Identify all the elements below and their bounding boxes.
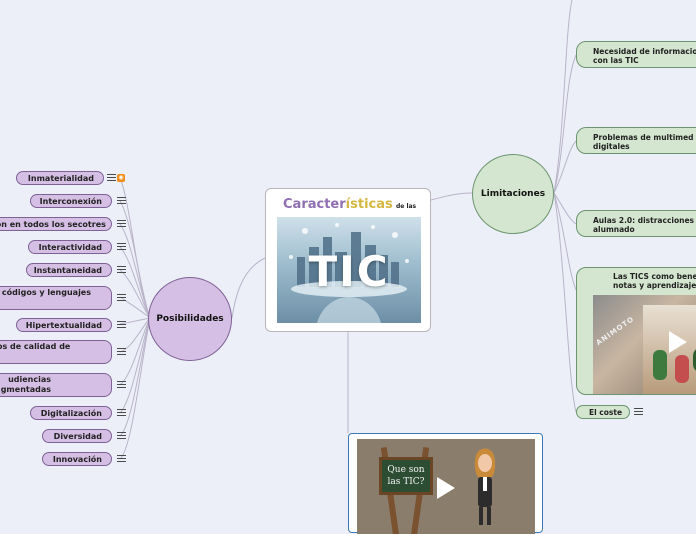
pill-label: s códigos y lenguajes [0,288,91,297]
note-icon[interactable] [117,409,126,417]
play-icon[interactable] [437,477,455,499]
note-icon[interactable] [117,455,126,463]
pill-hipertextualidad[interactable]: Hipertextualidad [16,318,112,332]
central-title: Características [283,197,393,212]
node-limitaciones[interactable]: Limitaciones [472,154,554,234]
limit-informacion[interactable]: Necesidad de informacio con las TIC [576,41,696,68]
title-small: de las [396,203,417,210]
pill-interactividad[interactable]: Interactividad [28,240,112,254]
video-que-son-tic[interactable]: Que son las TIC? [348,433,543,534]
pill-label: Instantaneidad [33,266,102,275]
limit-label: Aulas 2.0: distracciones p alumnado [593,216,695,234]
note-icon[interactable] [117,220,126,228]
rss-icon[interactable]: ◉ [117,174,125,182]
video-brand: ANIMOTO [594,314,636,348]
pill-sectores[interactable]: ión en todos los secotres [0,217,112,231]
note-icon[interactable] [117,432,126,440]
limit-coste[interactable]: El coste [576,405,630,419]
connection-lines [119,0,577,460]
note-icon[interactable] [117,266,126,274]
pill-interconexion[interactable]: Interconexión [30,194,112,208]
node-label: Posibilidades [156,314,224,324]
city-illustration [289,223,409,323]
note-icon[interactable] [117,294,126,302]
node-label: Limitaciones [480,189,546,199]
title-part-1: Caracter [283,197,346,212]
limit-video-card[interactable]: Las TICS como bene notas y aprendizaje A… [576,267,696,395]
video-thumbnail[interactable]: Que son las TIC? [357,439,535,534]
link-center-limitaciones [430,192,473,201]
video-thumbnail[interactable]: ANIMOTO [593,295,696,394]
limit-aulas[interactable]: Aulas 2.0: distracciones p alumnado [576,210,696,237]
video-caption: Las TICS como bene notas y aprendizaje [613,272,696,290]
node-posibilidades[interactable]: Posibilidades [148,277,232,361]
pill-label: Interconexión [39,197,102,206]
title-part-2: ísticas [345,197,393,212]
note-icon[interactable] [117,243,126,251]
note-icon[interactable] [634,408,643,416]
note-icon[interactable] [117,348,126,356]
pill-calidad[interactable]: ros de calidad de [0,340,112,364]
note-icon[interactable] [107,174,116,182]
limit-label: Necesidad de informacio con las TIC [593,47,696,65]
tic-hero-image: TIC [277,217,421,323]
pill-label: Interactividad [38,243,102,252]
chalkboard-text: Que son las TIC? [379,457,433,495]
pill-label: udiencias gmentadas [0,375,51,394]
pill-label: Digitalización [40,409,102,418]
link-center-possibilidades [231,257,266,319]
pill-label: ros de calidad de [0,342,71,351]
limit-label: El coste [589,408,623,417]
note-icon[interactable] [117,381,126,389]
pill-instantaneidad[interactable]: Instantaneidad [26,263,112,277]
pill-innovacion[interactable]: Innovación [42,452,112,466]
note-icon[interactable] [117,321,126,329]
note-icon[interactable] [117,197,126,205]
pill-inmaterialidad[interactable]: Inmaterialidad [16,171,104,185]
teacher-figure [474,448,496,525]
central-topic[interactable]: Características de las TIC [265,188,431,332]
pill-digitalizacion[interactable]: Digitalización [30,406,112,420]
play-icon[interactable] [669,331,687,353]
pill-label: Hipertextualidad [25,321,102,330]
limit-multimedia[interactable]: Problemas de multimed digitales [576,127,696,154]
pill-label: Diversidad [53,432,102,441]
pill-label: Inmaterialidad [27,174,94,183]
pill-codigos-lenguajes[interactable]: s códigos y lenguajes [0,286,112,310]
pill-audiencias[interactable]: udiencias gmentadas [0,373,112,397]
hero-text: TIC [308,247,390,296]
pill-diversidad[interactable]: Diversidad [42,429,112,443]
pill-label: Innovación [52,455,102,464]
pill-label: ión en todos los secotres [0,220,106,229]
limit-label: Problemas de multimed digitales [593,133,694,151]
